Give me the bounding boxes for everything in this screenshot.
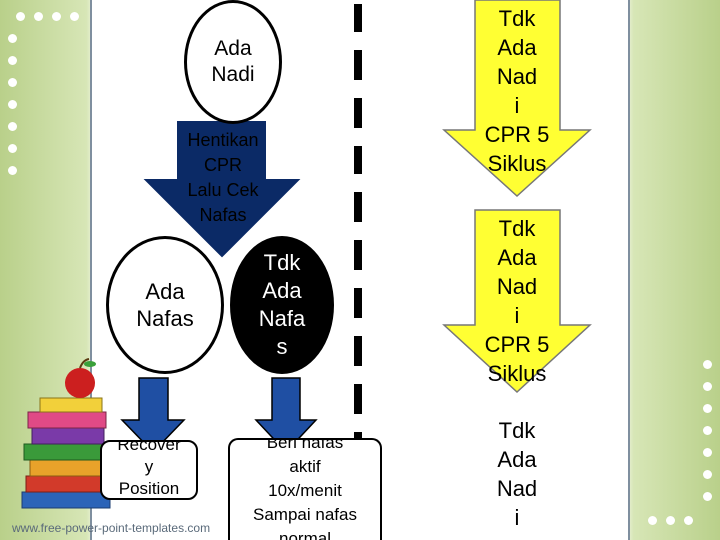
node-beri-nafas-line-5: normal (279, 529, 331, 540)
node-right-top: Tdk Ada Nad i CPR 5 Siklus (444, 4, 590, 178)
node-tdk-ada-nafas: Tdk Ada Nafa s (230, 236, 334, 374)
blue-down-arrow-left (120, 377, 186, 454)
node-ada-nadi-line-2: Nadi (211, 63, 255, 86)
node-right-bottom-line-4: i (514, 505, 520, 530)
blue-down-arrow-right (254, 377, 318, 454)
node-ada-nadi-line-1: Ada (214, 37, 252, 60)
yellow-arrow-mid (442, 209, 592, 394)
node-hentikan-cpr-line-4: Nafas (199, 205, 247, 225)
node-right-mid-line-1: Tdk (498, 216, 536, 241)
node-hentikan-cpr: Hentikan CPR Lalu Cek Nafas (150, 128, 296, 228)
node-right-top-line-2: Ada (497, 35, 537, 60)
node-hentikan-cpr-line-1: Hentikan (187, 130, 259, 150)
node-right-top-line-6: Siklus (487, 151, 547, 176)
node-right-mid-line-5: CPR 5 (484, 332, 550, 357)
node-beri-nafas-line-1: Beri nafas (266, 438, 344, 452)
node-recovery-line-1: Recover (117, 440, 181, 454)
node-tdk-ada-nafas-line-3: Nafa (258, 306, 306, 331)
node-ada-nafas-line-2: Nafas (136, 306, 194, 331)
node-recovery-line-3: Position (118, 479, 180, 498)
node-ada-nadi: Ada Nadi (184, 0, 282, 124)
node-right-mid-line-6: Siklus (487, 361, 547, 386)
node-beri-nafas: Beri nafas aktif 10x/menit Sampai nafas … (228, 438, 382, 540)
node-ada-nafas: Ada Nafas (106, 236, 224, 374)
node-beri-nafas-line-2: aktif (289, 457, 321, 476)
yellow-arrow-top (442, 0, 592, 198)
node-right-mid-line-2: Ada (497, 245, 537, 270)
node-right-top-line-3: Nad (496, 64, 538, 89)
node-tdk-ada-nafas-line-1: Tdk (263, 250, 301, 275)
navy-down-arrow (143, 121, 301, 258)
node-hentikan-cpr-line-2: CPR (203, 155, 242, 175)
books-apple-illustration (21, 358, 111, 509)
node-beri-nafas-line-3: 10x/menit (268, 481, 342, 500)
node-right-mid-line-4: i (514, 303, 520, 328)
node-ada-nafas-line-1: Ada (145, 279, 185, 304)
node-recovery-position: Recover y Position (100, 440, 198, 500)
watermark-text: www.free-power-point-templates.com (12, 521, 211, 535)
node-right-top-line-4: i (514, 93, 520, 118)
node-right-mid-line-3: Nad (496, 274, 538, 299)
node-right-top-line-1: Tdk (498, 6, 536, 31)
node-hentikan-cpr-line-3: Lalu Cek (187, 180, 259, 200)
node-right-bottom-line-1: Tdk (498, 418, 536, 443)
node-right-bottom: Tdk Ada Nad i (444, 416, 590, 532)
node-right-bottom-line-2: Ada (497, 447, 537, 472)
node-right-top-line-5: CPR 5 (484, 122, 550, 147)
node-tdk-ada-nafas-line-4: s (276, 334, 288, 359)
node-recovery-line-2: y (144, 457, 154, 476)
node-tdk-ada-nafas-line-2: Ada (262, 278, 302, 303)
node-beri-nafas-line-4: Sampai nafas (253, 505, 357, 524)
node-right-bottom-line-3: Nad (496, 476, 538, 501)
node-right-mid: Tdk Ada Nad i CPR 5 Siklus (444, 214, 590, 388)
